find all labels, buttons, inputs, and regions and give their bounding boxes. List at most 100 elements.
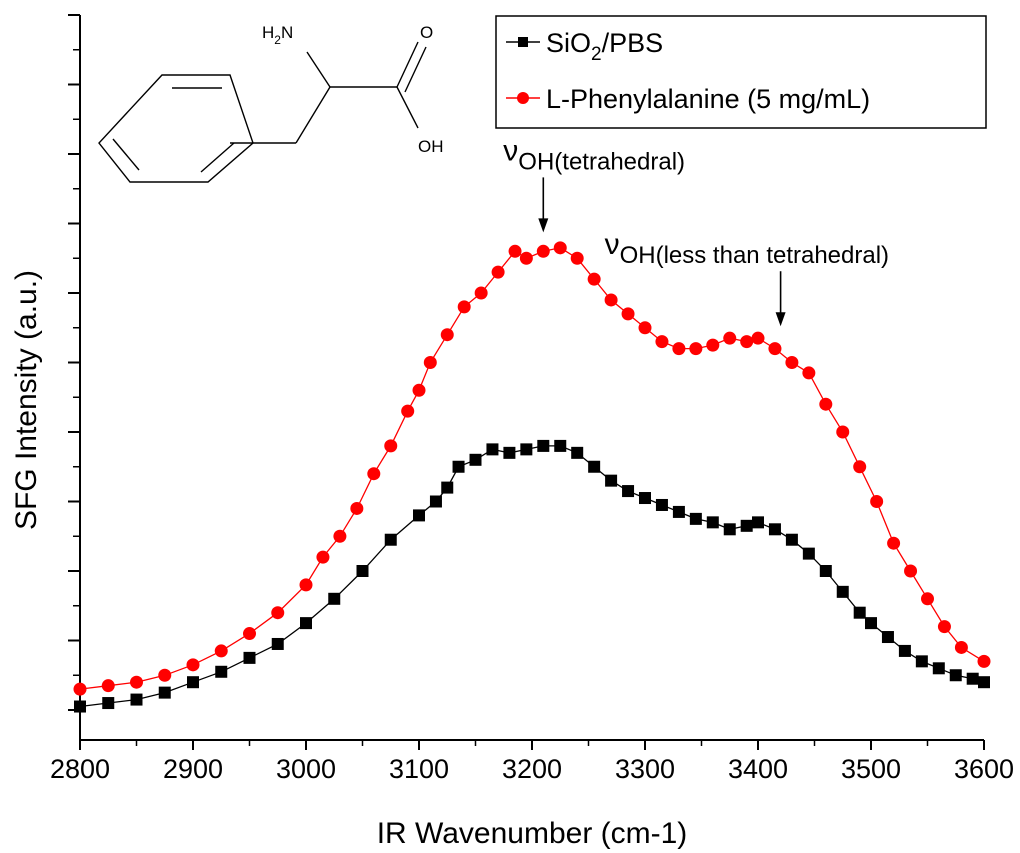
data-point (299, 578, 313, 592)
legend-label-sio2: SiO2/PBS (546, 28, 663, 65)
data-point (740, 519, 753, 532)
data-point (384, 439, 398, 453)
data-point (102, 697, 115, 710)
x-tick-label: 3400 (728, 754, 788, 784)
annotation-tetrahedral-arrowhead (538, 218, 549, 233)
carbonyl-oxygen-label: O (420, 23, 433, 42)
data-point (367, 467, 381, 481)
data-point (186, 658, 200, 672)
legend: SiO2/PBS L-Phenylalanine (5 mg/mL) (495, 15, 987, 129)
data-point (768, 523, 781, 536)
data-point (949, 669, 962, 682)
data-point (937, 620, 951, 634)
alpha-carbon-bond (295, 86, 331, 144)
data-point (605, 474, 618, 487)
data-point (384, 533, 397, 546)
phenylalanine-structure (98, 41, 427, 183)
data-point (469, 453, 482, 466)
data-point (819, 565, 832, 577)
ring-double-bond-right (200, 142, 235, 173)
data-point (429, 495, 442, 508)
data-point (723, 523, 736, 536)
data-point (519, 251, 533, 265)
data-point (316, 550, 330, 564)
data-point (503, 446, 516, 459)
data-point (158, 686, 171, 699)
legend-box (495, 15, 987, 129)
data-point (978, 676, 990, 689)
data-point (588, 460, 601, 473)
legend-label-phe: L-Phenylalanine (5 mg/mL) (546, 84, 870, 114)
data-point (639, 492, 651, 505)
data-point (553, 241, 567, 255)
data-point (819, 397, 833, 411)
series-layer (73, 241, 991, 713)
hydroxyl-label: OH (418, 137, 444, 156)
data-point (604, 293, 618, 307)
data-point (672, 342, 686, 356)
data-point (802, 366, 816, 380)
data-point (898, 644, 911, 657)
data-point (441, 481, 454, 494)
data-point (130, 693, 143, 706)
annotation-tetrahedral: νOH(tetrahedral) (503, 134, 685, 175)
data-point (452, 460, 465, 473)
x-tick-label: 2800 (50, 754, 110, 784)
data-point (621, 307, 635, 321)
data-point (101, 679, 115, 693)
data-point (271, 606, 285, 620)
data-point (215, 665, 228, 678)
data-point (474, 286, 488, 300)
data-point (214, 644, 228, 658)
data-point (74, 700, 86, 713)
carbonyl-bond-a (396, 41, 419, 88)
x-tick-label: 3000 (276, 754, 336, 784)
annotations: νOH(tetrahedral) νOH(less than tetrahedr… (503, 134, 889, 327)
data-point (768, 342, 782, 356)
data-point (271, 637, 284, 650)
data-point (785, 356, 799, 369)
legend-marker-sio2 (518, 37, 528, 47)
data-point (802, 547, 815, 560)
data-point (328, 592, 341, 605)
data-point (243, 627, 256, 641)
data-point (689, 512, 702, 525)
x-tick-label: 3200 (502, 754, 562, 784)
data-point (870, 495, 884, 508)
data-point (954, 640, 968, 654)
data-point (904, 564, 918, 578)
data-point (554, 439, 567, 452)
data-point (672, 505, 685, 518)
data-point (333, 529, 347, 543)
x-axis-label: IR Wavenumber (cm-1) (377, 817, 688, 850)
data-point (723, 331, 737, 345)
data-point (706, 338, 720, 352)
data-point (865, 617, 877, 630)
data-point (440, 328, 454, 342)
x-tick-label: 3100 (389, 754, 449, 784)
data-point (491, 265, 505, 279)
data-point (915, 655, 928, 668)
data-point (412, 383, 426, 397)
data-point (977, 654, 991, 668)
hydroxyl-bond (396, 86, 419, 129)
molecule-labels: H2N O OH (262, 23, 444, 156)
data-point (356, 565, 369, 577)
benzene-ring (98, 74, 254, 183)
data-point (401, 404, 415, 418)
data-point (536, 244, 550, 258)
series-0 (74, 439, 990, 713)
data-point (740, 335, 754, 349)
data-point (423, 356, 437, 369)
data-point (751, 331, 765, 345)
x-tick-label: 3500 (841, 754, 901, 784)
amine-label: H2N (262, 23, 293, 47)
ring-double-bond-left (112, 138, 140, 171)
data-point (655, 335, 669, 349)
data-point (413, 509, 425, 522)
x-tick-label: 3300 (615, 754, 675, 784)
data-point (537, 439, 550, 452)
data-point (158, 668, 172, 682)
data-point (836, 425, 850, 439)
